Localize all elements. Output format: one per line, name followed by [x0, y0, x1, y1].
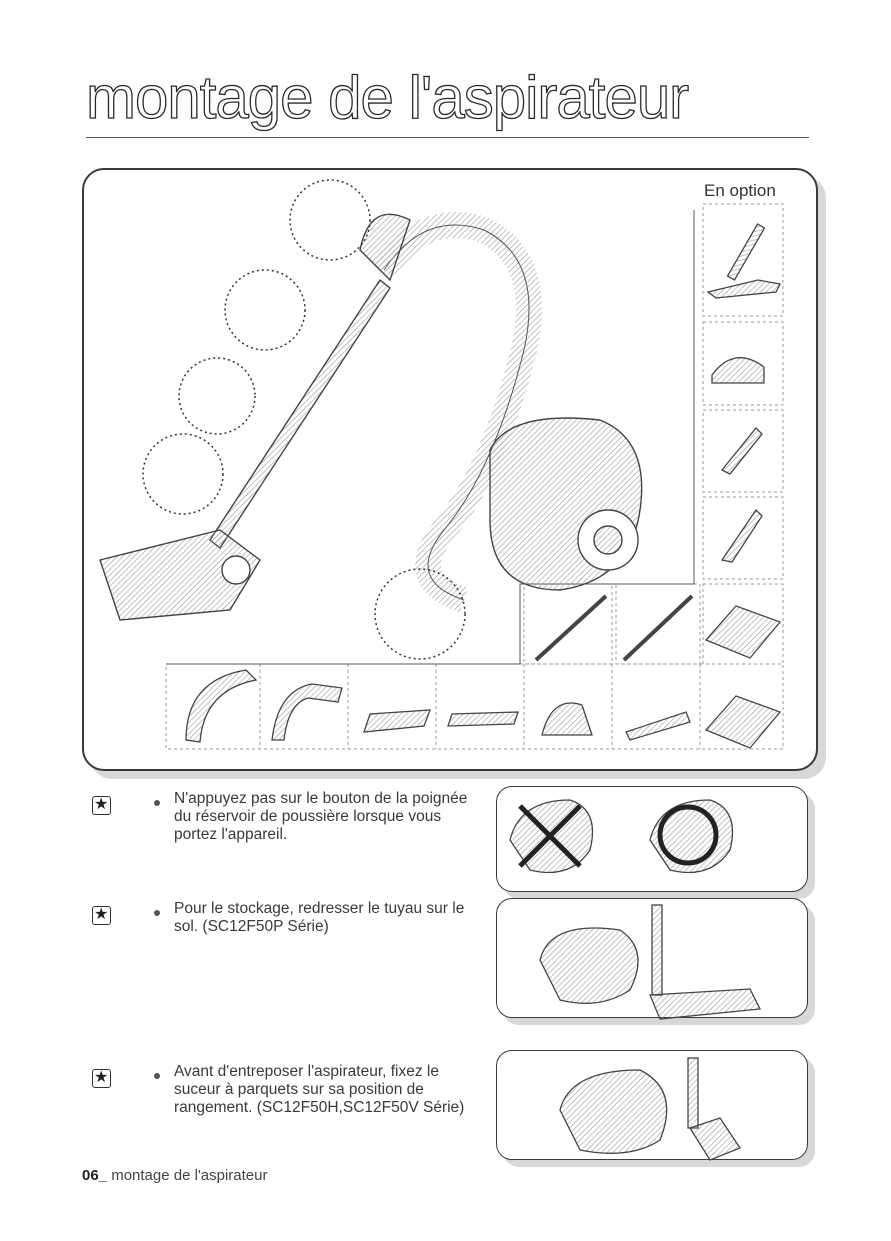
title-rule — [86, 137, 809, 138]
optional-accessories-label: En option — [704, 181, 776, 201]
note-handle-warning: N'appuyez pas sur le bouton de la poigné… — [154, 790, 484, 844]
note-storage-hose: Pour le stockage, redresser le tuyau sur… — [154, 900, 484, 936]
assembly-panel — [82, 168, 818, 771]
note-parking-nozzle: Avant d'entreposer l'aspirateur, fixez l… — [154, 1063, 484, 1117]
footer-section: montage de l'aspirateur — [107, 1167, 267, 1184]
star-note-icon: ★ — [92, 1069, 111, 1088]
nozzle-storage-illustration-panel — [496, 1050, 808, 1160]
page-number: 06_ — [82, 1167, 107, 1184]
hose-storage-illustration-panel — [496, 898, 808, 1018]
page-title: montage de l'aspirateur — [86, 68, 688, 128]
star-note-icon: ★ — [92, 906, 111, 925]
star-note-icon: ★ — [92, 796, 111, 815]
carry-illustration-panel — [496, 786, 808, 892]
page-footer: 06_ montage de l'aspirateur — [82, 1167, 268, 1184]
